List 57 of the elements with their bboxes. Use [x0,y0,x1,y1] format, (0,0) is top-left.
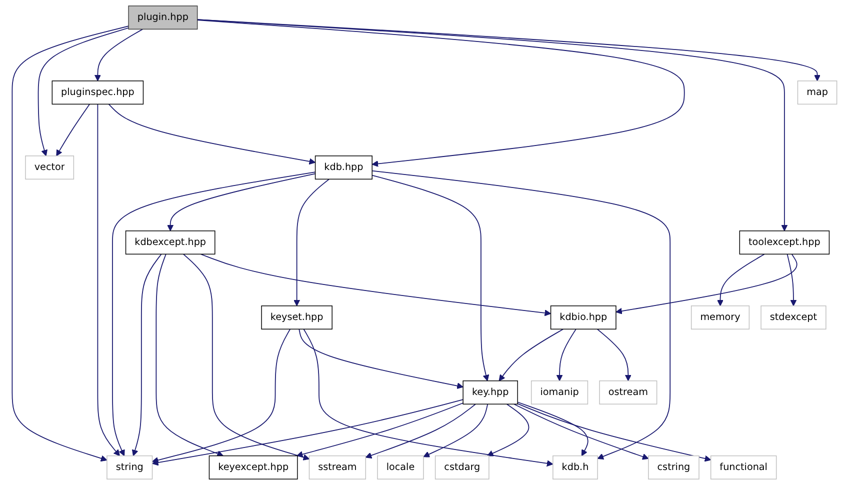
arrow [514,404,649,460]
arrow [498,328,564,382]
node-box: kdbio.hpp [550,305,616,330]
arrow [196,20,685,167]
arrow [616,254,798,314]
arrow [167,173,316,232]
node-box: keyexcept.hpp [208,455,298,480]
arrow [152,399,464,466]
node-box: locale [377,455,424,480]
node-box: sstream [308,455,366,480]
arrow [196,19,821,82]
node-box: ostream [599,380,658,404]
arrow [97,104,120,456]
arrow [132,254,162,456]
arrow [38,27,129,156]
node-box: vector [25,156,74,180]
arrow [517,403,712,462]
arrow [423,404,488,458]
arrow [108,104,316,165]
node-box: pluginspec.hpp [52,80,144,105]
node-box: string [106,455,153,480]
arrow [182,254,310,460]
node-box: cstdarg [434,455,490,480]
node-box: keyset.hpp [261,305,332,330]
arrow [365,404,476,459]
arrow [298,328,464,389]
arrow [156,254,224,457]
arrow [372,170,671,460]
node-box: iomanip [530,380,588,404]
arrow [786,254,797,306]
arrow [200,254,552,316]
arrow [717,254,765,306]
arrow [556,328,576,382]
arrow [487,404,530,456]
arrow [517,402,588,456]
arrow [12,26,129,462]
arrow [94,28,144,82]
node-box: key.hpp [462,380,518,404]
node-box: cstring [648,455,700,480]
node-box: kdb.h [552,455,598,480]
node-box: map [797,80,838,105]
arrow [296,402,464,458]
node-box: functional [710,455,777,480]
node-box: memory [690,305,750,330]
arrow [372,174,490,382]
node-box: kdbexcept.hpp [125,230,216,254]
arrow [152,328,291,464]
arrow [56,104,90,156]
node-box: stdexcept [760,305,826,330]
node-box: toolexcept.hpp [739,230,830,254]
arrow [303,328,554,467]
arrow [596,328,632,382]
arrow [196,19,788,232]
node-box: kdb.hpp [314,156,372,180]
arrow [294,178,330,306]
node-box: plugin.hpp [128,6,198,30]
arrow [112,172,316,456]
